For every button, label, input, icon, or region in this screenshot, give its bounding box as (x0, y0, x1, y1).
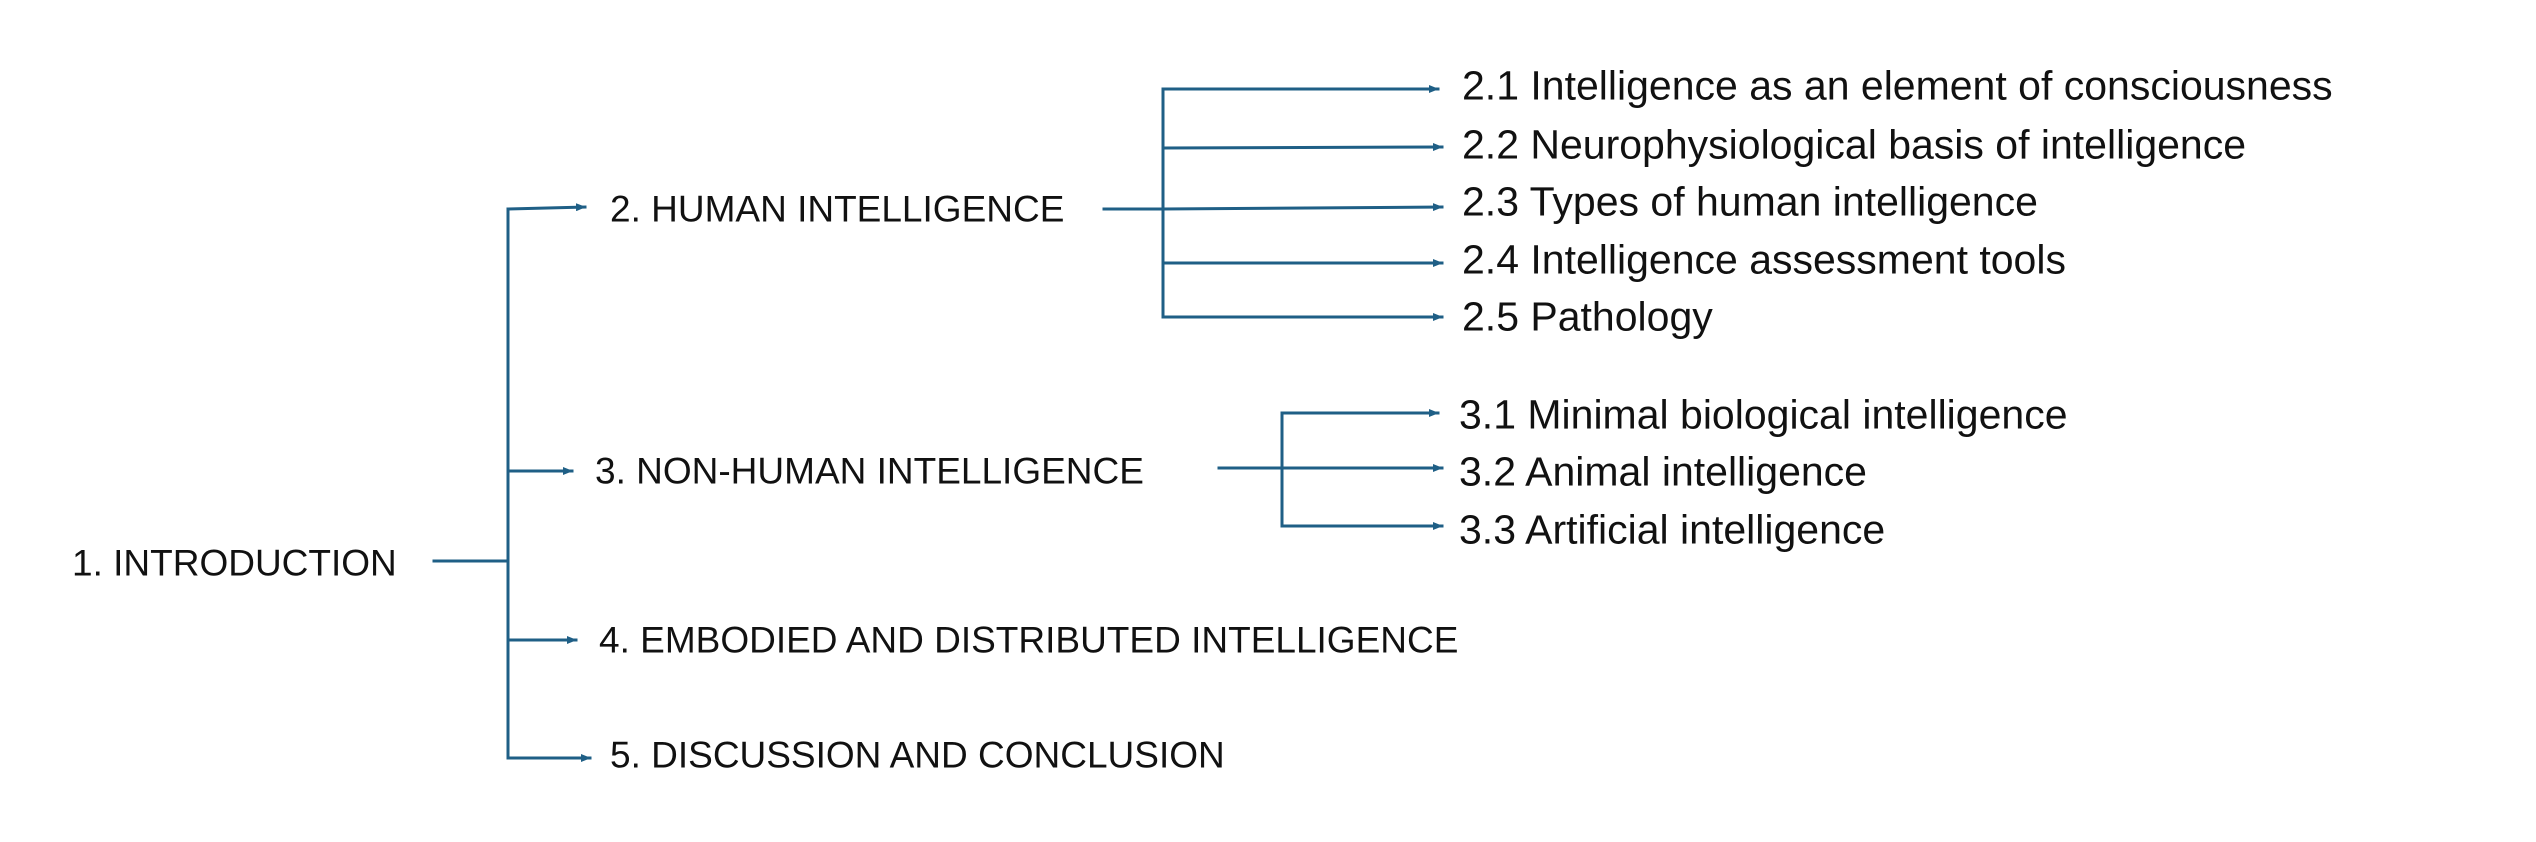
node-2-4: 2.4 Intelligence assessment tools (1462, 236, 2066, 283)
node-discussion-conclusion: 5. DISCUSSION AND CONCLUSION (610, 734, 1225, 776)
arrow-to-2-3 (1161, 203, 1444, 212)
node-embodied-distributed-intelligence: 4. EMBODIED AND DISTRIBUTED INTELLIGENCE (599, 619, 1459, 661)
node-introduction: 1. INTRODUCTION (72, 542, 397, 584)
node-3-2: 3.2 Animal intelligence (1459, 448, 1867, 495)
arrow-to-2-2 (1161, 143, 1444, 152)
node-3-1: 3.1 Minimal biological intelligence (1459, 391, 2068, 438)
node-human-intelligence: 2. HUMAN INTELLIGENCE (610, 188, 1065, 230)
node-2-3: 2.3 Types of human intelligence (1462, 178, 2038, 225)
node-non-human-intelligence: 3. NON-HUMAN INTELLIGENCE (595, 450, 1144, 492)
node-2-5: 2.5 Pathology (1462, 293, 1713, 340)
node-2-1: 2.1 Intelligence as an element of consci… (1462, 62, 2333, 109)
node-3-3: 3.3 Artificial intelligence (1459, 506, 1886, 553)
node-2-2: 2.2 Neurophysiological basis of intellig… (1462, 121, 2247, 168)
arrow-to-human-intelligence (506, 203, 587, 212)
